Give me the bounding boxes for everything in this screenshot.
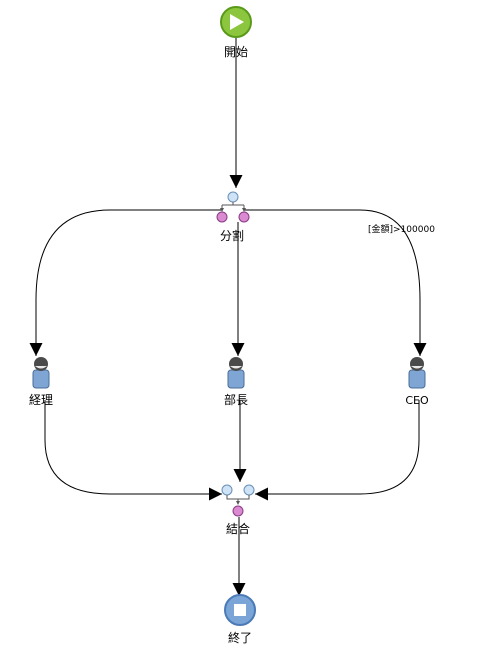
task-node-bucho[interactable]: 部長 [224, 357, 248, 407]
task-node-ceo[interactable]: CEO [405, 357, 429, 407]
person-icon [227, 357, 245, 389]
edge-split-to-ceo[interactable] [244, 209, 427, 356]
split-node[interactable]: 分割 [216, 191, 250, 243]
play-icon [220, 6, 252, 38]
stop-icon [224, 594, 256, 626]
join-label: 結合 [226, 521, 250, 536]
join-gateway-icon [221, 484, 255, 517]
task-label-bucho: 部長 [224, 392, 248, 407]
edge-split-to-keiri[interactable] [29, 209, 222, 356]
split-gateway-icon [216, 191, 250, 223]
edge-ceo-to-join[interactable] [255, 400, 420, 501]
edge-keiri-to-join[interactable] [44, 400, 222, 501]
person-icon [32, 357, 50, 389]
edges [29, 38, 427, 596]
task-label-keiri: 経理 [29, 393, 53, 407]
split-to-ceo-condition-label: [金額]>100000 [368, 223, 435, 235]
task-label-ceo: CEO [405, 394, 429, 407]
task-node-keiri[interactable]: 経理 [29, 357, 53, 407]
end-label: 終了 [228, 630, 252, 645]
split-label: 分割 [220, 228, 244, 243]
start-label: 開始 [224, 45, 248, 59]
end-node[interactable]: 終了 [224, 594, 256, 645]
person-icon [408, 357, 426, 389]
join-node[interactable]: 結合 [221, 484, 255, 536]
start-node[interactable]: 開始 [220, 6, 252, 59]
